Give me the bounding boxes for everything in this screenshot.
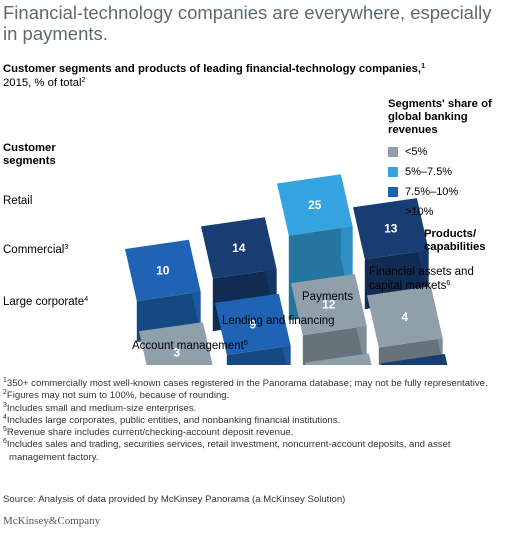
footnote: 3Includes small and medium-size enterpri… <box>3 401 503 415</box>
block-top-face <box>215 293 291 355</box>
footnote: 4Includes large corporates, public entit… <box>3 413 503 427</box>
column-label-lending: Lending and financing <box>222 315 335 327</box>
row-label-note: 4 <box>84 296 89 303</box>
subtitle-text: Customer segments and products of leadin… <box>3 63 422 75</box>
legend-swatch <box>388 167 398 177</box>
footnote: 5Revenue share includes current/checking… <box>3 426 503 439</box>
footnotes: 1350+ commercially most well-known cases… <box>3 377 503 464</box>
block-front-face <box>302 326 367 365</box>
legend-item: 5%–7.5% <box>388 162 508 182</box>
source-note: Source: Analysis of data provided by McK… <box>3 494 346 505</box>
column-label-text: Account management <box>132 340 244 352</box>
row-label-text: Commercial <box>3 244 65 256</box>
column-label-note: 5 <box>243 340 248 347</box>
block-top-face <box>353 198 429 260</box>
mckinsey-logo: McKinsey&Company <box>3 515 101 527</box>
isometric-chart: 13251410412932612 <box>125 174 448 365</box>
footnote-text: Includes small and medium-size enterpris… <box>6 402 197 414</box>
subtitle-line2: 2015, % of total <box>3 77 82 89</box>
column-header: Products/ capabilities <box>424 228 486 253</box>
column-label-note: 6 <box>446 280 451 287</box>
column-label-text: Payments <box>302 291 354 303</box>
footnote-mark: 2 <box>3 389 7 397</box>
legend-item: 7.5%–10% <box>388 182 508 202</box>
chart-title: Financial-technology companies are every… <box>3 2 492 44</box>
row-label-text: Large corporate <box>3 296 85 308</box>
block-value-label: 10 <box>156 263 170 277</box>
legend-label: 5%–7.5% <box>405 166 453 178</box>
row-label-text: Retail <box>3 195 33 207</box>
legend-swatch <box>388 147 398 157</box>
block-top-face <box>125 239 201 302</box>
block-front-face <box>226 345 291 365</box>
footnote-mark: 4 <box>3 413 7 421</box>
legend-label: <5% <box>405 146 428 158</box>
footnote-mark: 6 <box>3 438 7 446</box>
row-label-note: 3 <box>64 244 69 251</box>
block-top-face <box>305 353 372 365</box>
legend-item: <5% <box>388 142 508 162</box>
footnote-mark: 3 <box>3 401 7 409</box>
column-label-text: Financial assets and capital markets <box>369 266 474 292</box>
block-top-face <box>139 322 213 365</box>
block-value-label: 12 <box>322 298 336 312</box>
column-label-account-management: Account management5 <box>132 340 248 352</box>
block-value-label: 13 <box>384 222 398 236</box>
block-top-face <box>201 217 277 279</box>
footnote-text: Figures may not sum to 100%, because of … <box>6 390 230 402</box>
legend-label: >10% <box>405 206 434 218</box>
block-top-face <box>277 174 353 236</box>
chart-subtitle-units: 2015, % of total2 <box>3 77 85 89</box>
block-value-label: 4 <box>401 310 408 324</box>
block-value-label: 25 <box>308 198 322 212</box>
footnote-mark: 5 <box>3 426 7 434</box>
block-value-label: 9 <box>249 317 256 331</box>
row-label-retail: Retail <box>3 195 32 207</box>
footnote-text: Includes large corporates, public entiti… <box>6 414 341 426</box>
legend-swatch <box>388 187 398 197</box>
block-top-face <box>381 354 448 365</box>
chart-subtitle: Customer segments and products of leadin… <box>3 63 503 75</box>
legend: Segments' share of global banking revenu… <box>388 98 508 222</box>
footnote-mark: 1 <box>3 377 7 384</box>
subtitle-note: 1 <box>421 63 425 70</box>
footnote-text: Includes sales and trading, securities s… <box>6 439 451 463</box>
subtitle-line2-note: 2 <box>81 77 86 84</box>
row-label-commercial: Commercial3 <box>3 244 68 256</box>
legend-swatch <box>388 207 398 217</box>
block-top-face <box>367 286 443 348</box>
block-value-label: 3 <box>173 346 180 360</box>
footnote-text: Revenue share includes current/checking-… <box>6 427 294 439</box>
footnote: 2Figures may not sum to 100%, because of… <box>3 389 503 402</box>
block-top-face <box>291 274 367 336</box>
legend-item: >10% <box>388 202 508 222</box>
legend-label: 7.5%–10% <box>405 186 459 198</box>
footnote-text: 350+ commercially most well-known cases … <box>6 378 488 389</box>
footnote: 6Includes sales and trading, securities … <box>3 438 503 464</box>
row-label-large-corporate: Large corporate4 <box>3 296 88 308</box>
row-header: Customer segments <box>3 142 56 167</box>
column-label-financial-assets: Financial assets and capital markets6 <box>369 265 499 293</box>
block-value-label: 14 <box>232 241 246 255</box>
legend-title: Segments' share of global banking revenu… <box>388 98 492 136</box>
footnote: 1350+ commercially most well-known cases… <box>3 377 503 390</box>
column-label-payments: Payments <box>302 291 353 303</box>
column-label-text: Lending and financing <box>222 315 335 327</box>
